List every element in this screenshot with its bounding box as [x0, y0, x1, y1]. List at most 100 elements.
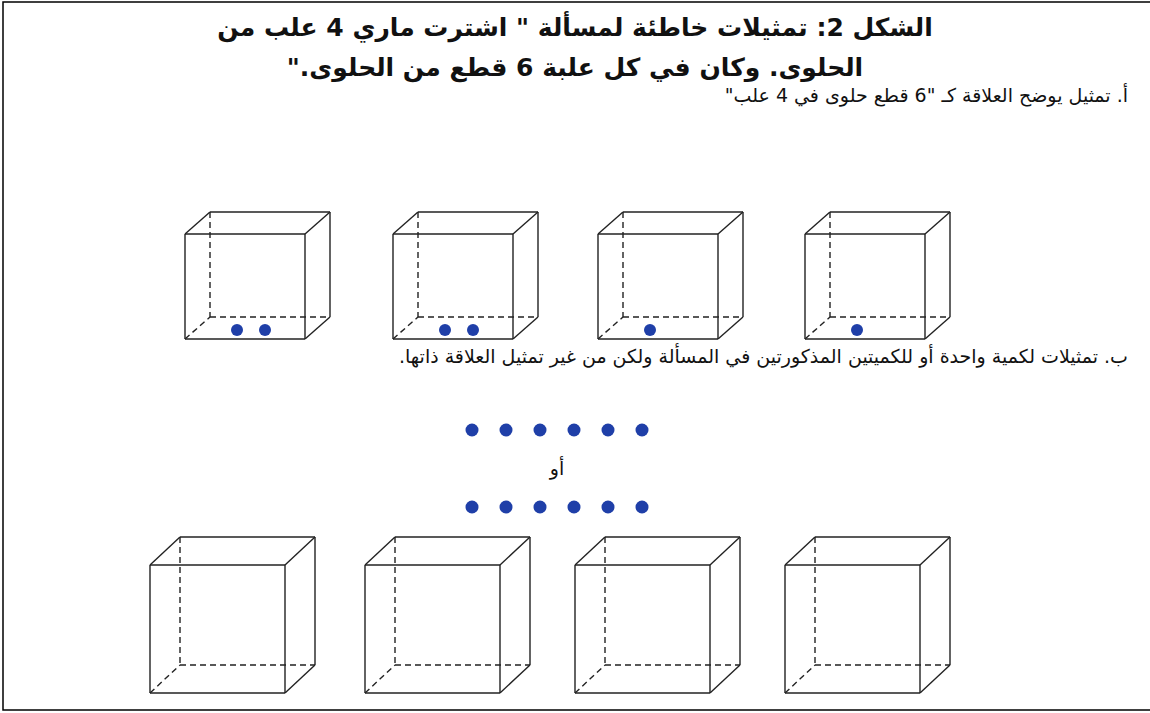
- box-edge: [365, 665, 395, 693]
- box-edge: [365, 692, 500, 693]
- box-edge: [393, 317, 418, 339]
- candy-dot: [644, 324, 656, 336]
- box-edge: [394, 537, 395, 665]
- box-edge: [150, 665, 180, 693]
- box-edge: [179, 537, 180, 665]
- box-edge: [805, 317, 830, 339]
- box-edge: [785, 665, 815, 693]
- frame: [3, 2, 1150, 710]
- box-edge: [364, 565, 365, 693]
- box-edge: [815, 536, 950, 537]
- box-edge: [393, 233, 513, 234]
- box-edge: [418, 211, 538, 212]
- candy-dot: [534, 424, 547, 437]
- candy-dot: [636, 501, 649, 514]
- box-edge: [925, 317, 950, 339]
- box-edge: [924, 234, 925, 339]
- box-edge: [805, 212, 830, 234]
- box-edge: [284, 565, 285, 693]
- box-edge: [718, 317, 743, 339]
- box-edge: [305, 317, 330, 339]
- candy-dot: [466, 424, 479, 437]
- box-edge: [329, 212, 330, 317]
- box-edge: [605, 664, 740, 665]
- box-edge: [185, 338, 305, 339]
- box-edge: [718, 212, 743, 234]
- box-edge: [180, 664, 315, 665]
- box-edge: [209, 212, 210, 317]
- candy-dot: [439, 324, 451, 336]
- part-label: أ. تمثيل يوضح العلاقة كـ "6 قطع حلوى في …: [725, 82, 1128, 108]
- box-edge: [805, 233, 925, 234]
- box-edge: [150, 692, 285, 693]
- box-edge: [925, 212, 950, 234]
- box-edge: [575, 692, 710, 693]
- box-edge: [150, 564, 285, 565]
- box-edge: [210, 211, 330, 212]
- box-edge: [393, 212, 418, 234]
- box-edge: [598, 233, 718, 234]
- box-edge: [805, 338, 925, 339]
- box-edge: [597, 234, 598, 339]
- box-edge: [365, 564, 500, 565]
- box-edge: [804, 234, 805, 339]
- box-edge: [605, 536, 740, 537]
- candy-dot: [466, 501, 479, 514]
- candy-dot: [534, 501, 547, 514]
- box-edge: [285, 665, 315, 693]
- box-edge: [949, 537, 950, 665]
- box-edge: [499, 565, 500, 693]
- box-edge: [784, 565, 785, 693]
- box-edge: [830, 316, 950, 317]
- box-edge: [285, 537, 315, 565]
- box-edge: [598, 212, 623, 234]
- box-edge: [513, 317, 538, 339]
- box-edge: [830, 211, 950, 212]
- box-edge: [710, 537, 740, 565]
- box-edge: [785, 692, 920, 693]
- box-edge: [210, 316, 330, 317]
- candy-dot: [467, 324, 479, 336]
- box-edge: [180, 536, 315, 537]
- box-edge: [185, 212, 210, 234]
- box-edge: [395, 664, 530, 665]
- candy-dot: [568, 424, 581, 437]
- or-label: أو: [550, 455, 564, 481]
- box-edge: [314, 537, 315, 665]
- box-edge: [393, 338, 513, 339]
- box-edge: [529, 537, 530, 665]
- figure-title: الشكل 2: تمثيلات خاطئة لمسألة " اشترت ما…: [185, 8, 965, 88]
- candy-dot: [568, 501, 581, 514]
- box-edge: [185, 233, 305, 234]
- box-edge: [185, 317, 210, 339]
- box-edge: [574, 565, 575, 693]
- box-edge: [604, 537, 605, 665]
- box-edge: [575, 665, 605, 693]
- box-edge: [304, 234, 305, 339]
- box-edge: [598, 338, 718, 339]
- box-edge: [365, 537, 395, 565]
- box-edge: [150, 537, 180, 565]
- candy-dot: [851, 324, 863, 336]
- box-edge: [829, 212, 830, 317]
- box-edge: [513, 212, 538, 234]
- box-edge: [920, 665, 950, 693]
- box-edge: [623, 211, 743, 212]
- box-edge: [949, 212, 950, 317]
- box-edge: [814, 537, 815, 665]
- box-edge: [717, 234, 718, 339]
- box-edge: [739, 537, 740, 665]
- box-edge: [500, 537, 530, 565]
- box-edge: [417, 212, 418, 317]
- candy-dot: [602, 501, 615, 514]
- candy-dot: [500, 424, 513, 437]
- box-edge: [622, 212, 623, 317]
- box-edge: [785, 564, 920, 565]
- box-edge: [395, 536, 530, 537]
- candy-dot: [500, 501, 513, 514]
- candy-dot: [636, 424, 649, 437]
- box-edge: [537, 212, 538, 317]
- box-edge: [305, 212, 330, 234]
- candy-dot: [259, 324, 271, 336]
- candy-dot: [602, 424, 615, 437]
